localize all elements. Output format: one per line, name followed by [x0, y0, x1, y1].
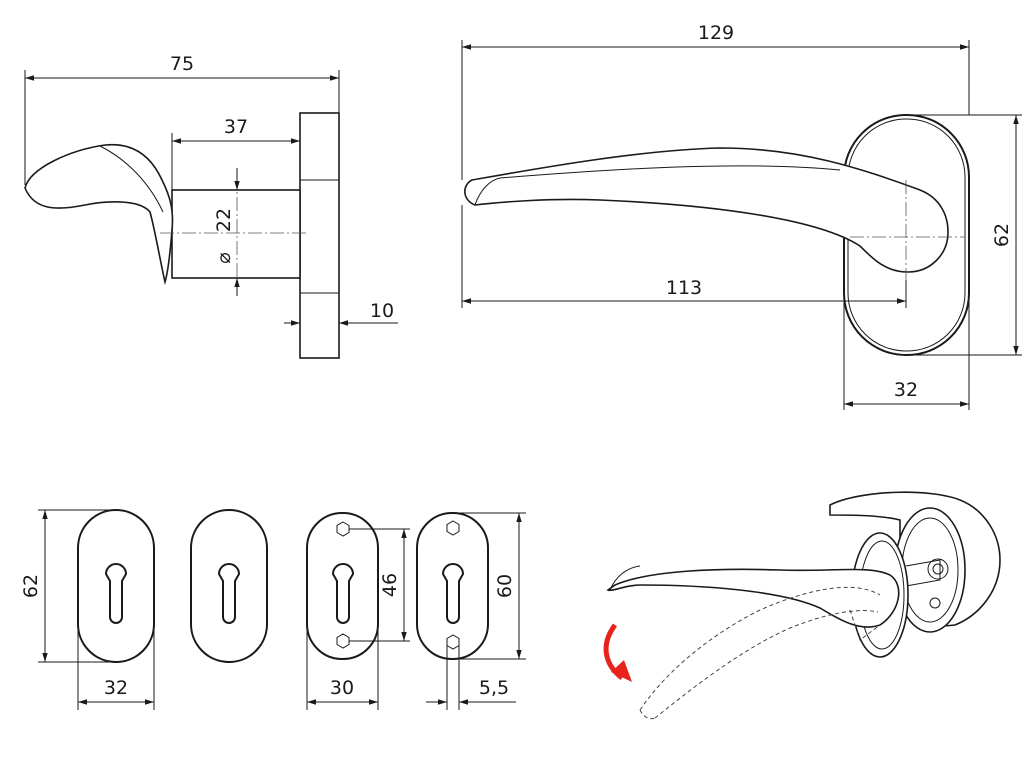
dim-shank-diameter: 22 [213, 208, 235, 232]
dim-overall-length: 75 [170, 53, 194, 75]
dim-lever-length: 113 [666, 277, 702, 299]
dim-escutcheon-height-variant: 60 [494, 574, 516, 598]
dim-rose-height: 62 [991, 223, 1013, 247]
screw-hole-bottom [336, 633, 350, 649]
dim-hole-diameter: 5,5 [479, 677, 509, 699]
escutcheon-screw-holes-46: 46 30 [306, 512, 410, 710]
dim-escutcheon-width-variant: 30 [330, 677, 354, 699]
dim-rose-thickness: 10 [370, 300, 394, 322]
dim-rose-width: 32 [894, 379, 918, 401]
rose-plate [299, 112, 340, 359]
shank [171, 189, 301, 279]
escutcheon-plain [190, 509, 268, 663]
lever-side-profile [24, 143, 174, 286]
perspective-illustration [603, 491, 1001, 720]
lever-front-profile [464, 147, 949, 273]
dim-diameter-symbol: ⌀ [213, 252, 235, 263]
escutcheon-profile-cylinder: 62 32 [20, 509, 155, 710]
dim-escutcheon-width: 32 [104, 677, 128, 699]
dim-shank-length: 37 [224, 116, 248, 138]
dim-escutcheon-height: 62 [20, 574, 42, 598]
escutcheon-screw-holes-60: 60 5,5 [416, 512, 526, 710]
screw-hole-top [336, 521, 350, 537]
side-view: 75 37 ⌀ 22 10 [24, 53, 398, 359]
screw-hole-bottom [446, 634, 460, 650]
front-view: 129 113 62 32 [461, 22, 1022, 410]
dim-overall-length: 129 [698, 22, 734, 44]
dim-hole-spacing: 46 [379, 573, 401, 597]
screw-hole-top [446, 520, 460, 536]
